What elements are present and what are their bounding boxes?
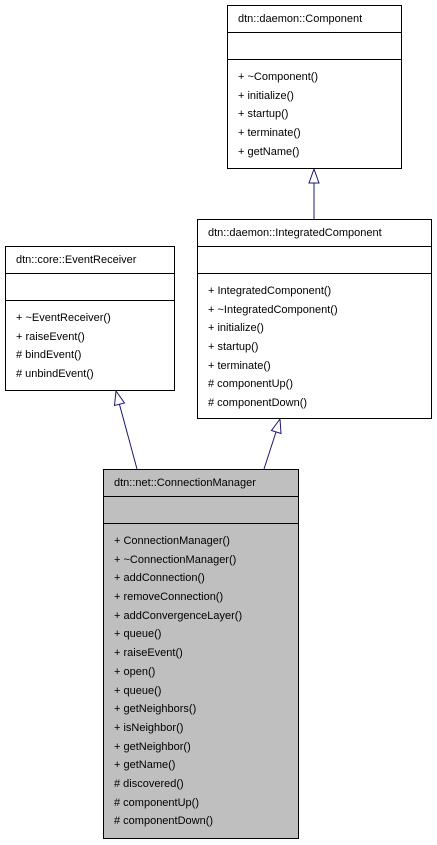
edge-integratedcomponent-to-component <box>308 167 320 219</box>
operation-item: + open() <box>114 665 156 678</box>
operation-item: + initialize() <box>208 322 264 335</box>
operations-compartment: + IntegratedComponent() + ~IntegratedComp… <box>198 274 431 413</box>
operation-item: + initialize() <box>238 89 294 102</box>
operation-item: # unbindEvent() <box>16 368 94 381</box>
operation-item: + removeConnection() <box>114 591 224 604</box>
operation-item: + queue() <box>114 684 162 697</box>
attributes-compartment <box>228 33 401 60</box>
operation-item: + queue() <box>114 628 162 641</box>
class-integrated-component[interactable]: dtn::daemon::IntegratedComponent + Integ… <box>197 219 432 419</box>
operations-compartment: + ~EventReceiver() + raiseEvent() # bindEv… <box>6 301 174 384</box>
operation-item: + getNeighbors() <box>114 703 197 716</box>
operation-item: + terminate() <box>238 127 301 140</box>
generalization-arrowhead <box>270 417 282 435</box>
operation-item: + terminate() <box>208 359 271 372</box>
attributes-compartment <box>6 274 174 301</box>
operation-item: + getNeighbor() <box>114 740 191 753</box>
edge-connectionmanager-to-eventreceiver <box>113 389 138 470</box>
class-name: dtn::daemon::Component <box>228 6 401 33</box>
operation-item: + ~Component() <box>238 71 319 83</box>
operation-item: + addConvergenceLayer() <box>114 609 243 622</box>
operation-item: + IntegratedComponent() <box>208 285 332 297</box>
operation-item: # componentUp() <box>208 378 293 391</box>
generalization-arrowhead <box>308 167 320 184</box>
operation-item: + ConnectionManager() <box>114 535 230 547</box>
generalization-arrowhead <box>113 389 126 407</box>
operation-item: # componentDown() <box>114 815 214 828</box>
class-event-receiver[interactable]: dtn::core::EventReceiver + ~EventReceive… <box>5 246 175 391</box>
operation-item: # componentUp() <box>114 796 199 809</box>
class-component[interactable]: dtn::daemon::Component + ~Component()+ i… <box>227 5 402 169</box>
operation-item: + isNeighbor() <box>114 721 184 734</box>
operation-item: + addConnection() <box>114 572 205 585</box>
operations-compartment: + ~Component() + initialize() + startup() +… <box>228 60 401 161</box>
operation-item: # discovered() <box>114 777 184 790</box>
operation-item: + ~EventReceiver() <box>16 312 111 324</box>
class-name: dtn::net::ConnectionManager <box>104 470 298 497</box>
attributes-compartment <box>198 247 431 274</box>
operation-item: + getName() <box>114 759 176 772</box>
operation-item: # bindEvent() <box>16 349 82 362</box>
operation-item: + startup() <box>238 108 289 121</box>
operation-item: + ~ConnectionManager() <box>114 553 237 566</box>
class-name: dtn::core::EventReceiver <box>6 247 174 274</box>
attributes-compartment <box>104 497 298 524</box>
edge-connectionmanager-to-integratedcomponent <box>263 417 282 470</box>
class-name: dtn::daemon::IntegratedComponent <box>198 220 431 247</box>
operation-item: + raiseEvent() <box>114 647 183 660</box>
operation-item: + startup() <box>208 341 259 354</box>
operations-compartment: + ConnectionManager() + ~ConnectionManage… <box>104 524 298 831</box>
operation-item: # componentDown() <box>208 397 308 410</box>
operation-item: + raiseEvent() <box>16 330 85 343</box>
operation-item: + getName() <box>238 145 300 158</box>
operation-item: + ~IntegratedComponent() <box>208 303 338 316</box>
class-connection-manager[interactable]: dtn::net::ConnectionManager + Connection… <box>103 469 299 839</box>
